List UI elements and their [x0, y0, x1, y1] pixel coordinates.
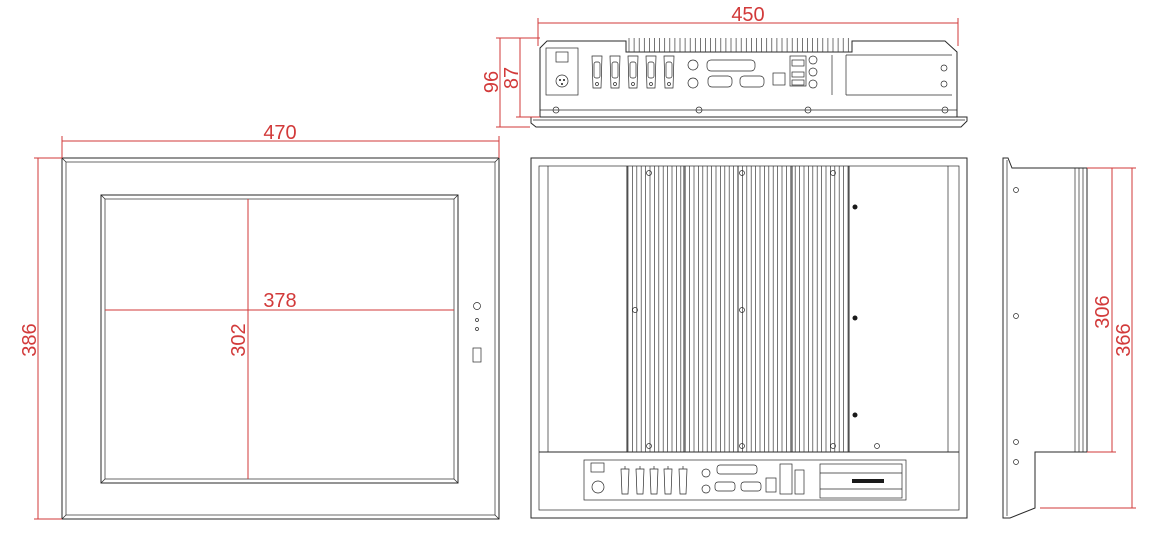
dimension-front-height: 386 — [19, 157, 62, 520]
audio-jack-icon — [794, 469, 805, 495]
screw-icon — [852, 315, 858, 321]
dimension-rear-width: 450 — [537, 4, 959, 46]
dimension-label: 366 — [1113, 323, 1135, 356]
dimension-label: 378 — [263, 290, 296, 312]
top-view: 450 96 87 — [481, 4, 968, 128]
serial-port-icon — [663, 466, 673, 495]
top-view-flange — [530, 116, 968, 128]
parallel-port-icon — [706, 59, 756, 72]
serial-port-icon — [663, 55, 675, 89]
power-switch-icon — [590, 462, 605, 473]
serial-port-icon — [645, 55, 657, 89]
rear-housing-outer — [530, 157, 968, 519]
ps2-port-icon — [701, 484, 711, 494]
serial-port-icon — [591, 55, 603, 89]
top-view-power-panel — [545, 47, 579, 96]
lan-usb-stack-icon — [789, 55, 807, 87]
audio-jack-icon — [808, 79, 818, 89]
serial-port-icon — [635, 466, 645, 495]
dimension-label: 96 — [481, 71, 503, 93]
usb-port-icon — [765, 477, 777, 493]
serial-port-icon — [627, 55, 639, 89]
front-bezel-outer — [61, 157, 500, 520]
dimension-label: 87 — [501, 67, 523, 89]
vga-port-icon — [739, 75, 765, 88]
front-view: 470 386 378 302 — [19, 122, 500, 520]
vga-port-icon — [707, 75, 733, 88]
rear-view — [530, 157, 968, 519]
rear-io-panel — [583, 459, 907, 501]
dimension-rear-height-outer: 96 — [481, 37, 540, 128]
power-dc-jack-icon — [555, 74, 569, 88]
dimension-label: 306 — [1092, 295, 1114, 328]
rear-view-serial-ports — [620, 466, 688, 495]
serial-port-icon — [678, 466, 688, 495]
expansion-slot-cover — [819, 463, 903, 499]
usb-port-icon — [772, 72, 786, 86]
screw-icon — [695, 106, 703, 114]
power-dc-jack-icon — [591, 480, 605, 494]
screw-icon — [852, 204, 858, 210]
dimension-label: 302 — [228, 323, 250, 356]
dimension-screen-width: 378 — [105, 290, 454, 312]
dimension-label: 386 — [19, 323, 41, 356]
screw-icon — [552, 106, 560, 114]
ps2-port-icon — [687, 59, 699, 71]
led-indicator-icon — [475, 327, 479, 331]
screw-icon — [852, 412, 858, 418]
ps2-port-icon — [701, 468, 711, 478]
lan-usb-stack-icon — [779, 463, 793, 495]
screw-icon — [1013, 459, 1019, 465]
screw-icon — [804, 106, 812, 114]
dimension-side-height-inner: 306 — [1087, 167, 1116, 453]
audio-jack-icon — [808, 67, 818, 77]
screw-icon — [1013, 439, 1019, 445]
audio-jack-icon — [808, 55, 818, 65]
screw-icon — [1013, 313, 1019, 319]
display-area — [100, 194, 459, 484]
power-switch-icon — [555, 51, 569, 63]
usb-port-icon — [472, 347, 482, 363]
slot-latch — [852, 479, 884, 483]
power-button-icon — [473, 302, 481, 310]
dimension-screen-height: 302 — [228, 199, 250, 479]
parallel-port-icon — [716, 464, 758, 475]
top-view-serial-ports — [591, 55, 675, 89]
screw-icon — [941, 106, 949, 114]
serial-port-icon — [620, 466, 630, 495]
dimension-side-height-outer: 366 — [1040, 167, 1136, 509]
screw-icon — [940, 64, 948, 72]
serial-port-icon — [609, 55, 621, 89]
vga-port-icon — [740, 481, 762, 492]
dimension-front-width: 470 — [61, 122, 500, 158]
side-view: 306 366 — [1002, 157, 1136, 519]
rear-view-heatsink-fins — [626, 166, 850, 452]
ps2-port-icon — [687, 77, 699, 89]
dimension-label: 450 — [731, 4, 764, 26]
screw-icon — [940, 80, 948, 88]
top-view-body — [539, 40, 958, 118]
side-view-outline — [1002, 157, 1088, 519]
top-view-heatsink-fins — [628, 38, 849, 52]
dimension-rear-height-inner: 87 — [501, 38, 540, 118]
serial-port-icon — [649, 466, 659, 495]
vga-port-icon — [714, 481, 736, 492]
led-indicator-icon — [475, 318, 479, 322]
screw-icon — [1013, 187, 1019, 193]
dimension-label: 470 — [263, 122, 296, 144]
